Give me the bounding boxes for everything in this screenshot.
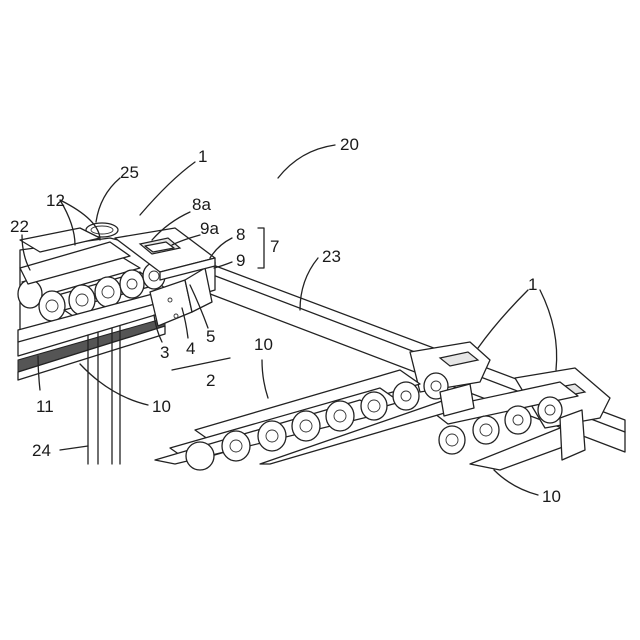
label-5: 5 [206,327,215,346]
label-22: 22 [10,217,29,236]
label-8: 8 [236,225,245,244]
right-conveyor [155,342,610,470]
label-10c: 10 [542,487,561,506]
label-7: 7 [270,237,279,256]
label-10a: 10 [254,335,273,354]
label-11: 11 [36,397,54,416]
label-20: 20 [340,135,359,154]
label-23: 23 [322,247,341,266]
label-10b: 10 [152,397,171,416]
label-3: 3 [160,343,169,362]
label-2: 2 [206,371,215,390]
label-25: 25 [120,163,139,182]
label-24: 24 [32,441,51,460]
label-9: 9 [236,251,245,270]
label-1b: 1 [528,275,537,294]
label-12: 12 [46,191,65,210]
label-9a: 9a [200,219,219,238]
label-1a: 1 [198,147,207,166]
label-4: 4 [186,339,195,358]
label-8a: 8a [192,195,211,214]
